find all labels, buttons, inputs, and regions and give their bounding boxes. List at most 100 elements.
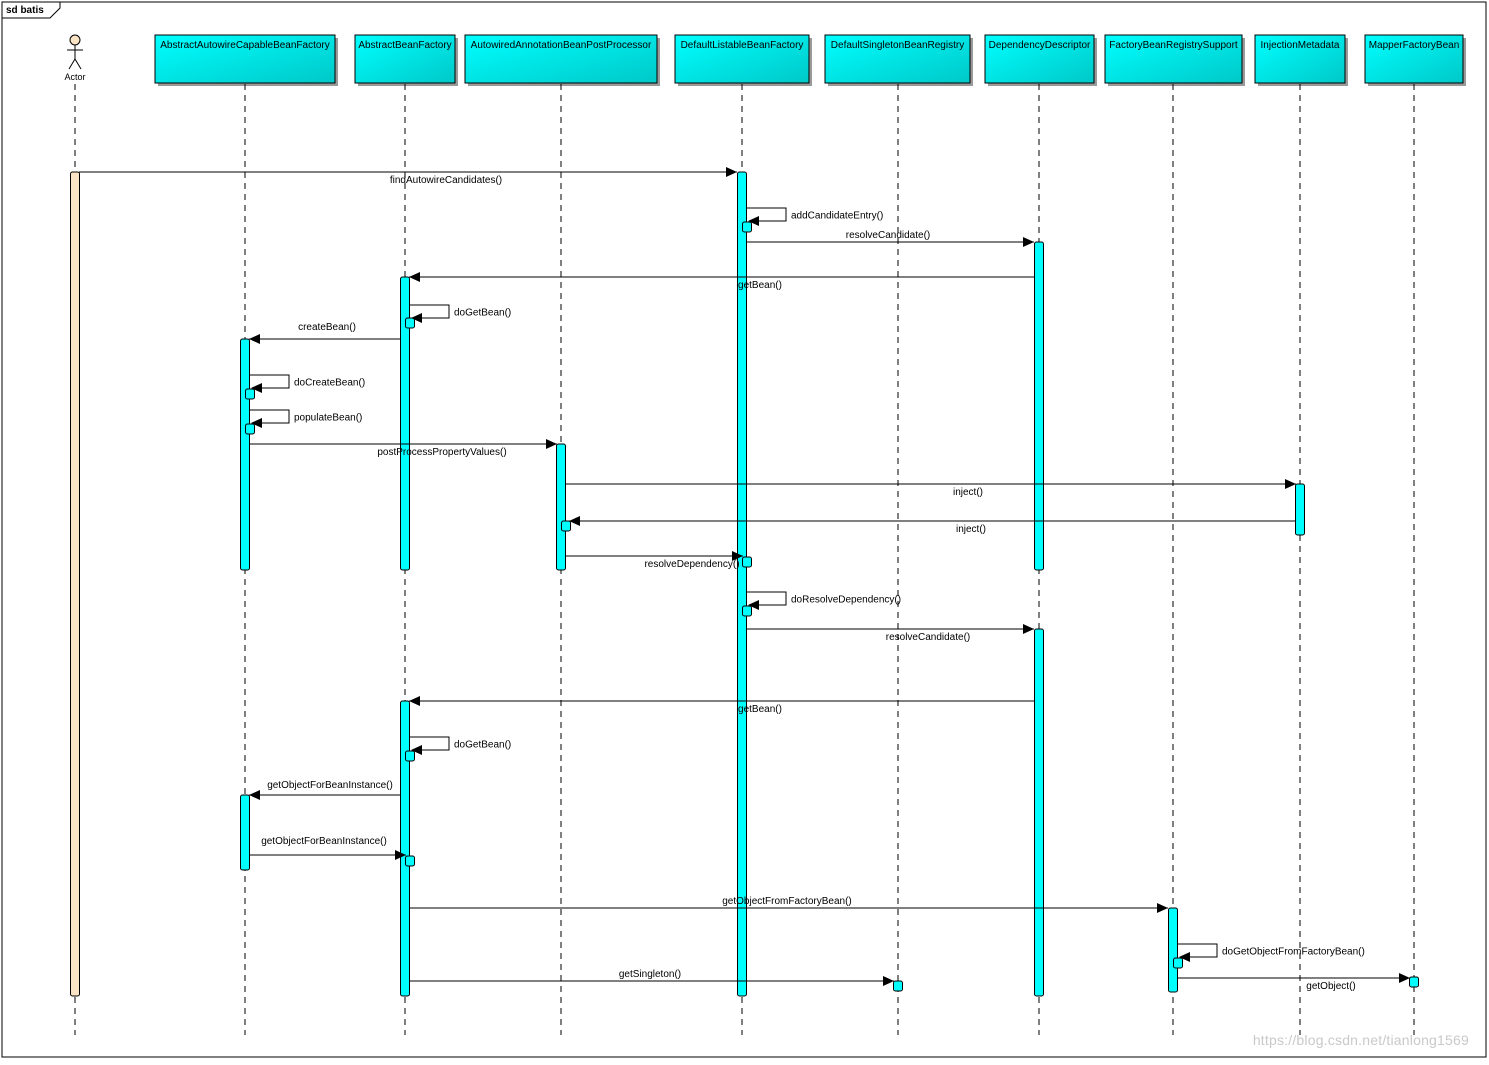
message-line [249, 409, 290, 424]
activation-abf-1 [400, 276, 410, 571]
activation-dlbf [737, 171, 747, 997]
nested-activation-dsbr [893, 980, 903, 992]
message-label: doGetObjectFromFactoryBean() [1222, 947, 1365, 958]
message-m20[interactable]: doGetObjectFromFactoryBean() [1177, 943, 1365, 962]
message-m10[interactable]: inject() [565, 479, 1296, 498]
nested-activation-m11 [561, 520, 571, 532]
arrow-head [249, 334, 260, 344]
activation-aacbf-1 [240, 338, 250, 571]
arrow-head [409, 272, 420, 282]
message-m1[interactable]: findAutowireCandidates() [79, 167, 737, 186]
message-label: doGetBean() [454, 308, 511, 319]
message-m9[interactable]: postProcessPropertyValues() [249, 439, 557, 458]
activation-fbrs [1168, 907, 1178, 993]
lifeline-label: InjectionMetadata [1261, 40, 1340, 51]
message-m19[interactable]: getObjectFromFactoryBean() [409, 896, 1168, 913]
activation-abf-2 [400, 700, 410, 997]
frame-title: sd batis [6, 5, 44, 16]
lifeline-aabpp: AutowiredAnnotationBeanPostProcessor [464, 34, 660, 1035]
message-label: getObject() [1306, 981, 1355, 992]
lifeline-abf: AbstractBeanFactory [354, 34, 458, 1035]
message-m22[interactable]: getObject() [1177, 973, 1410, 992]
message-label: resolveCandidate() [846, 230, 931, 241]
lifeline-label: DependencyDescriptor [989, 40, 1091, 51]
message-m5[interactable]: doGetBean() [409, 304, 511, 323]
arrow-head [249, 790, 260, 800]
lifeline-label: MapperFactoryBean [1369, 40, 1460, 51]
lifeline-head[interactable] [984, 34, 1095, 84]
message-label: resolveDependency() [644, 559, 739, 570]
message-label: getObjectForBeanInstance() [261, 836, 387, 847]
message-m3[interactable]: resolveCandidate() [746, 230, 1034, 247]
activation-actor [70, 171, 80, 997]
lifeline-fbrs: FactoryBeanRegistrySupport [1104, 34, 1245, 1035]
message-m6[interactable]: createBean() [249, 322, 400, 344]
arrow-head [1179, 952, 1190, 962]
lifeline-head[interactable] [1254, 34, 1346, 84]
message-line [746, 591, 787, 606]
frame-tab [1, 1, 61, 19]
arrow-head [1285, 479, 1296, 489]
lifeline-head[interactable] [354, 34, 456, 84]
nested-activation-m5 [405, 317, 415, 329]
message-m17[interactable]: getObjectForBeanInstance() [249, 780, 400, 800]
nested-activation-m18 [405, 855, 415, 867]
lifeline-dsbr: DefaultSingletonBeanRegistry [824, 34, 973, 1035]
message-m15[interactable]: getBean() [409, 696, 1034, 715]
lifeline-label: DefaultListableBeanFactory [681, 40, 804, 51]
message-label: findAutowireCandidates() [390, 175, 502, 186]
arrow-head [411, 745, 422, 755]
message-label: doGetBean() [454, 740, 511, 751]
message-label: getObjectFromFactoryBean() [722, 896, 852, 907]
arrow-head [569, 516, 580, 526]
lifeline-head[interactable] [464, 34, 658, 84]
nested-activation-m12 [742, 556, 752, 568]
arrow-head [748, 600, 759, 610]
nested-activation-m20 [1173, 957, 1183, 969]
message-m13[interactable]: doResolveDependency() [746, 591, 901, 610]
nested-activation-mfb [1409, 976, 1419, 988]
message-m12[interactable]: resolveDependency() [565, 551, 743, 570]
message-label: doCreateBean() [294, 378, 365, 389]
message-m4[interactable]: getBean() [409, 272, 1034, 291]
message-label: doResolveDependency() [791, 595, 901, 606]
arrow-head [395, 850, 406, 860]
arrow-head [726, 167, 737, 177]
message-label: inject() [956, 524, 986, 535]
message-label: inject() [953, 487, 983, 498]
lifeline-head[interactable] [154, 34, 336, 84]
message-m16[interactable]: doGetBean() [409, 736, 511, 755]
arrow-head [546, 439, 557, 449]
arrow-head [1023, 624, 1034, 634]
message-label: createBean() [298, 322, 356, 333]
activation-im [1295, 483, 1305, 536]
lifeline-head[interactable] [674, 34, 810, 84]
lifeline-head[interactable] [1104, 34, 1243, 84]
activation-dd-1 [1034, 241, 1044, 571]
message-label: resolveCandidate() [886, 632, 971, 643]
lifeline-label: DefaultSingletonBeanRegistry [831, 40, 964, 51]
message-m18[interactable]: getObjectForBeanInstance() [249, 836, 406, 860]
nested-activation-m16 [405, 750, 415, 762]
arrow-head [409, 696, 420, 706]
actor-label: Actor [64, 72, 85, 82]
watermark: https://blog.csdn.net/tianlong1569 [1252, 1032, 1469, 1048]
lifeline-head[interactable] [824, 34, 971, 84]
activation-aacbf-2 [240, 794, 250, 871]
message-label: addCandidateEntry() [791, 211, 883, 222]
message-m7[interactable]: doCreateBean() [249, 374, 365, 393]
lifeline-head[interactable] [1364, 34, 1464, 84]
message-m14[interactable]: resolveCandidate() [746, 624, 1034, 643]
actor-figure [67, 34, 83, 70]
message-m11[interactable]: inject() [569, 516, 1296, 535]
lifeline-label: FactoryBeanRegistrySupport [1109, 40, 1238, 51]
message-m2[interactable]: addCandidateEntry() [746, 207, 883, 226]
nested-activation-m7 [245, 388, 255, 400]
message-label: getBean() [738, 704, 782, 715]
message-m21[interactable]: getSingleton() [409, 969, 894, 986]
activation-dd-2 [1034, 628, 1044, 997]
message-m8[interactable]: populateBean() [249, 409, 362, 428]
message-line [409, 304, 450, 319]
